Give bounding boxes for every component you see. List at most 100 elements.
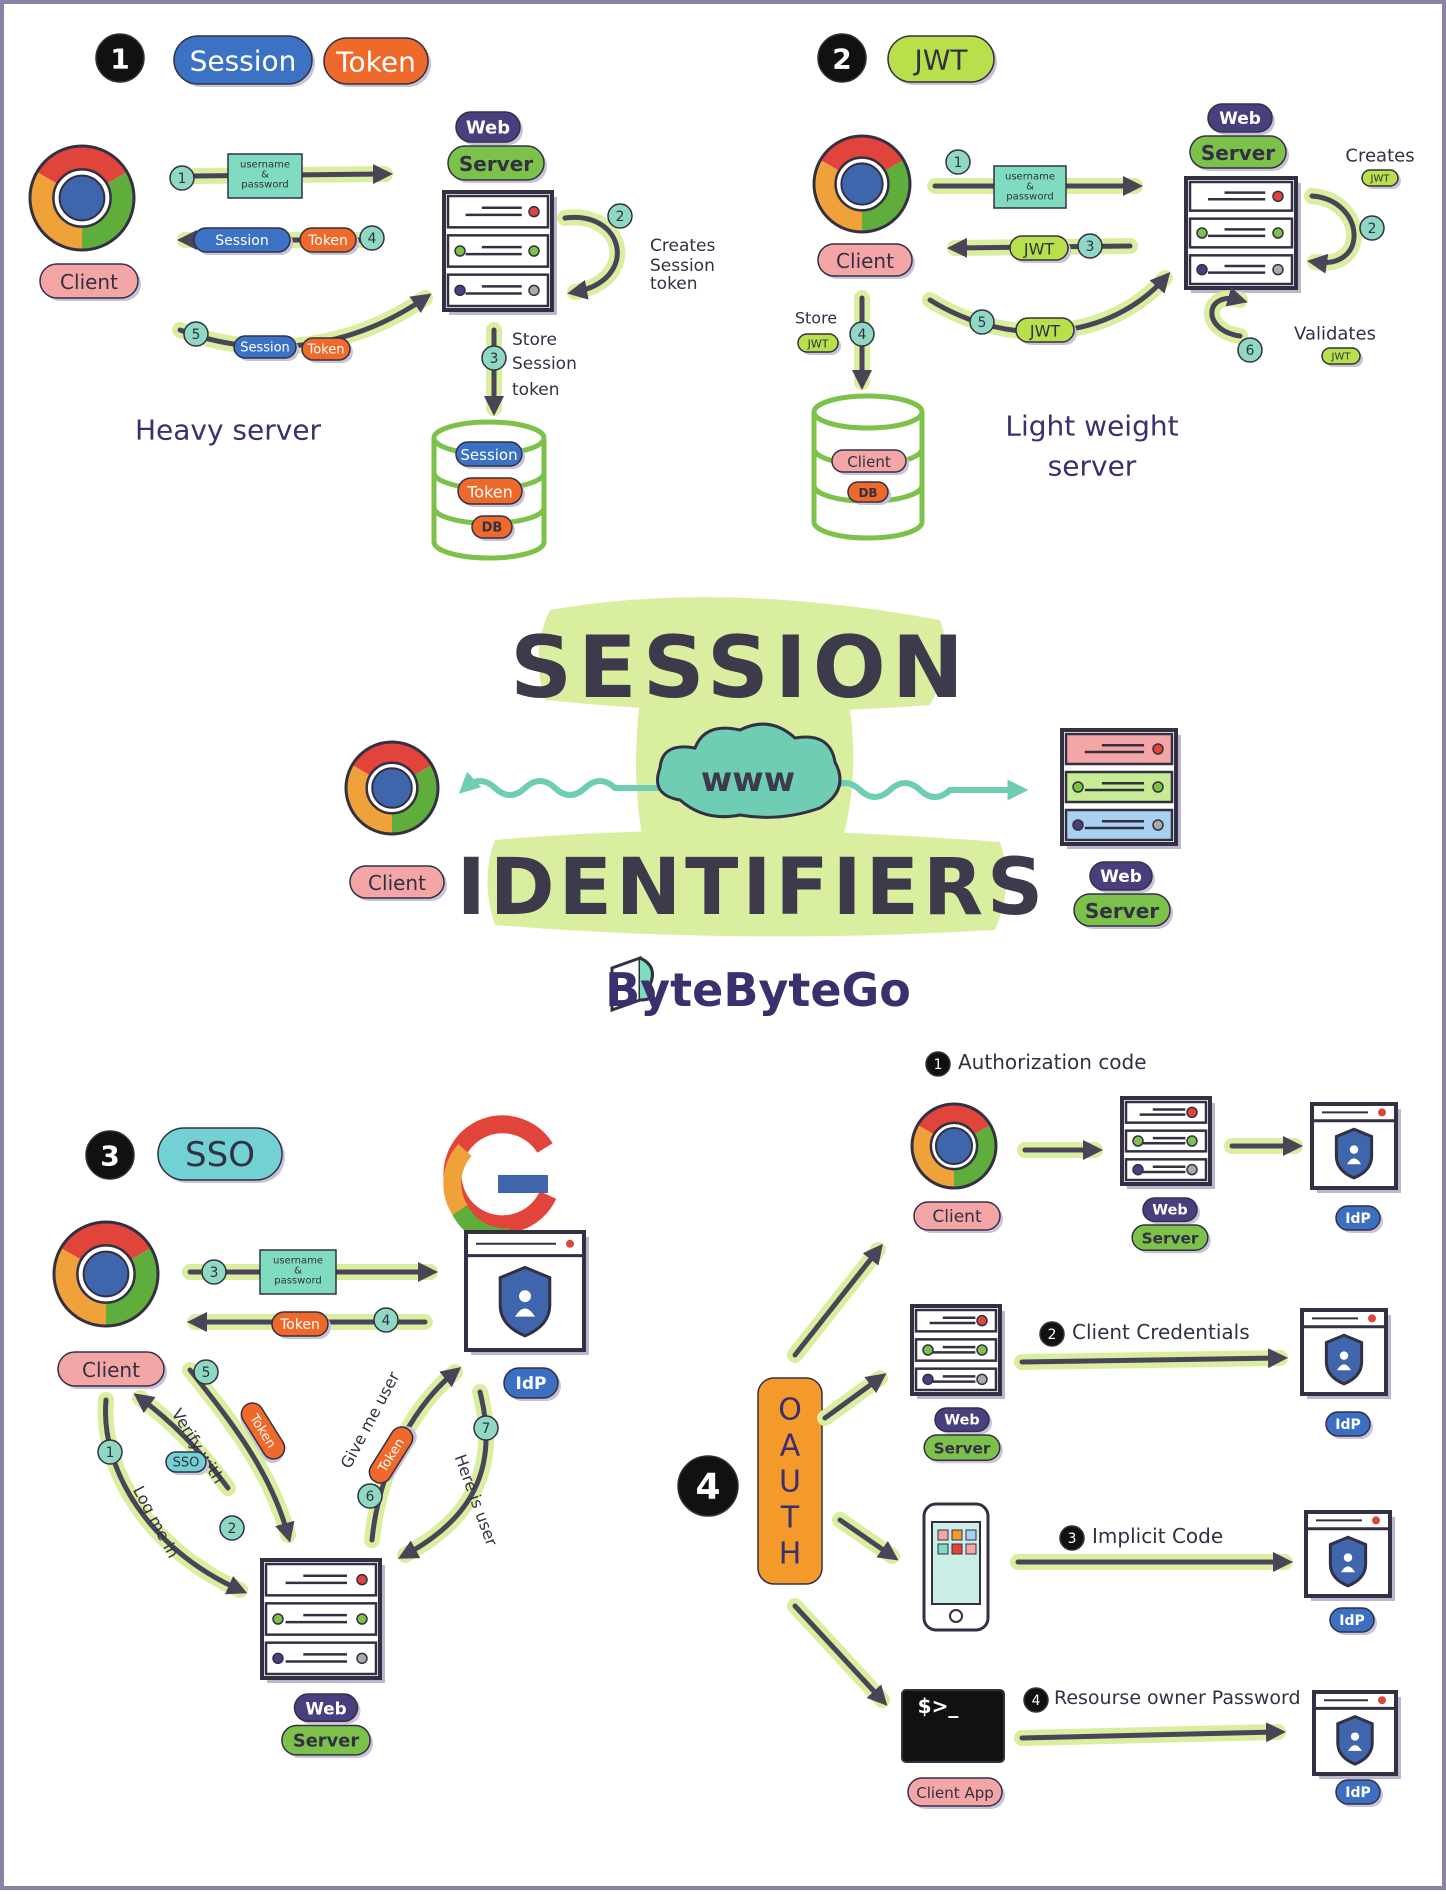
idp-pill: IdP	[1325, 1411, 1373, 1439]
mobile-phone-icon	[922, 1502, 990, 1632]
arrow-step-5	[172, 290, 433, 355]
pill-shape	[457, 477, 523, 505]
pill-shape	[1009, 235, 1069, 261]
step-badge: 1	[97, 1439, 123, 1465]
idp-icon	[464, 1230, 589, 1355]
session-pill-text: Session	[215, 233, 268, 249]
terminal-prompt: $>_	[918, 1694, 959, 1718]
server-pill-text: Server	[293, 1731, 359, 1752]
jwt-pill: JWT	[1009, 235, 1071, 263]
cred-text: username	[1005, 172, 1055, 183]
arrow-flow4	[1014, 1722, 1286, 1746]
arrow-line	[187, 1367, 295, 1543]
pill-shape	[165, 1451, 207, 1473]
note-validates: Validates	[1294, 324, 1376, 345]
title-session: SESSION	[510, 618, 970, 718]
step-number: 6	[366, 1489, 375, 1505]
step-number: 4	[368, 231, 377, 247]
title-pill-sso-text: SSO	[185, 1135, 255, 1175]
pill-shape	[1015, 317, 1075, 343]
pill-shape	[847, 481, 889, 503]
server-pill-text: Server	[1142, 1230, 1199, 1248]
step-badge: 5	[183, 321, 209, 347]
web-server-icon	[1060, 728, 1181, 849]
client-app-pill-text: Client App	[916, 1784, 994, 1802]
pill-shape	[831, 449, 907, 473]
client-app-pill: Client App	[907, 1777, 1005, 1809]
web-pill-text: Web	[944, 1413, 979, 1429]
idp-icon	[1300, 1308, 1391, 1399]
arrow-line	[792, 1603, 888, 1706]
idp-pill: IdP	[1335, 1779, 1383, 1807]
web-pill: Web	[293, 1693, 361, 1725]
cred-text: password	[241, 180, 288, 191]
step-badge: 6	[1237, 337, 1263, 363]
web-server-icon	[260, 1558, 385, 1683]
caption-light-weight: Light weight	[1005, 410, 1178, 443]
idp-pill: IdP	[503, 1367, 561, 1401]
session-pill: Session	[455, 441, 525, 469]
pill-shape	[887, 35, 995, 83]
arrow-oauth-1	[787, 1242, 886, 1363]
step-number: 1	[110, 43, 129, 76]
step-badge: 6	[357, 1483, 383, 1509]
title-pill-jwt-text: JWT	[912, 44, 968, 77]
pill-shape	[57, 1351, 165, 1387]
idp-pill-text: IdP	[1345, 1211, 1371, 1227]
step-badge: 2	[607, 203, 633, 229]
arrow-oauth-4	[787, 1598, 890, 1708]
step-number: 2	[228, 1521, 237, 1537]
idp-icon	[1304, 1510, 1395, 1601]
arrow-line	[1019, 1348, 1288, 1369]
cred-text: &	[294, 1266, 302, 1277]
idp-icon	[1312, 1690, 1401, 1779]
step-number: 2	[1048, 1327, 1057, 1343]
step-number: 3	[210, 1265, 219, 1281]
section-number-badge: 1	[95, 33, 145, 83]
cred-text: &	[261, 170, 269, 181]
terminal-client-app-icon: $>_	[901, 1689, 1005, 1763]
step-number: 2	[616, 209, 625, 225]
client-db-pill: Client	[831, 449, 909, 475]
db-pill: DB	[847, 481, 891, 505]
pill-shape	[923, 1434, 1001, 1461]
bytebytego-logo	[610, 955, 655, 1013]
token-pill: Token	[301, 337, 353, 363]
oauth-letter: A	[780, 1429, 801, 1464]
step-badge: 3	[201, 1259, 227, 1285]
step-number: 1	[934, 1057, 943, 1073]
server-pill: Server	[281, 1724, 374, 1758]
step-number: 2	[1368, 221, 1377, 237]
session-pill-text: Session	[240, 341, 290, 356]
cred-text: username	[273, 1256, 323, 1267]
flow-number-badge: 3	[1059, 1525, 1085, 1551]
web-server-icon	[1184, 176, 1301, 293]
arrow-line	[133, 1393, 231, 1491]
pill-shape	[1089, 861, 1153, 891]
note-store: Store	[795, 309, 837, 328]
arrow-step-6-loop	[1203, 287, 1248, 344]
client-browser-icon	[344, 740, 440, 836]
client-pill: Client	[913, 1201, 1003, 1233]
step-number: 3	[1068, 1531, 1077, 1547]
step-badge: 1	[945, 149, 971, 175]
flow-title: Implicit Code	[1092, 1524, 1223, 1548]
sso-mini-pill: SSO	[165, 1451, 209, 1475]
step-number: 1	[178, 171, 187, 187]
note-store: Store	[512, 330, 557, 350]
client-pill-text: Client	[82, 1358, 140, 1382]
note-creates: Creates	[1345, 146, 1414, 167]
server-pill-text: Server	[1085, 899, 1159, 923]
pill-shape	[173, 35, 313, 85]
note-creates: token	[650, 274, 698, 294]
note-creates: Creates	[650, 236, 715, 256]
step-number: 4	[695, 1467, 720, 1508]
pill-shape	[293, 1693, 359, 1723]
server-pill: Server	[447, 145, 547, 183]
arrow-step-2-loop	[557, 209, 626, 300]
server-pill: Server	[923, 1434, 1003, 1464]
token-pill: Token	[271, 1311, 331, 1339]
